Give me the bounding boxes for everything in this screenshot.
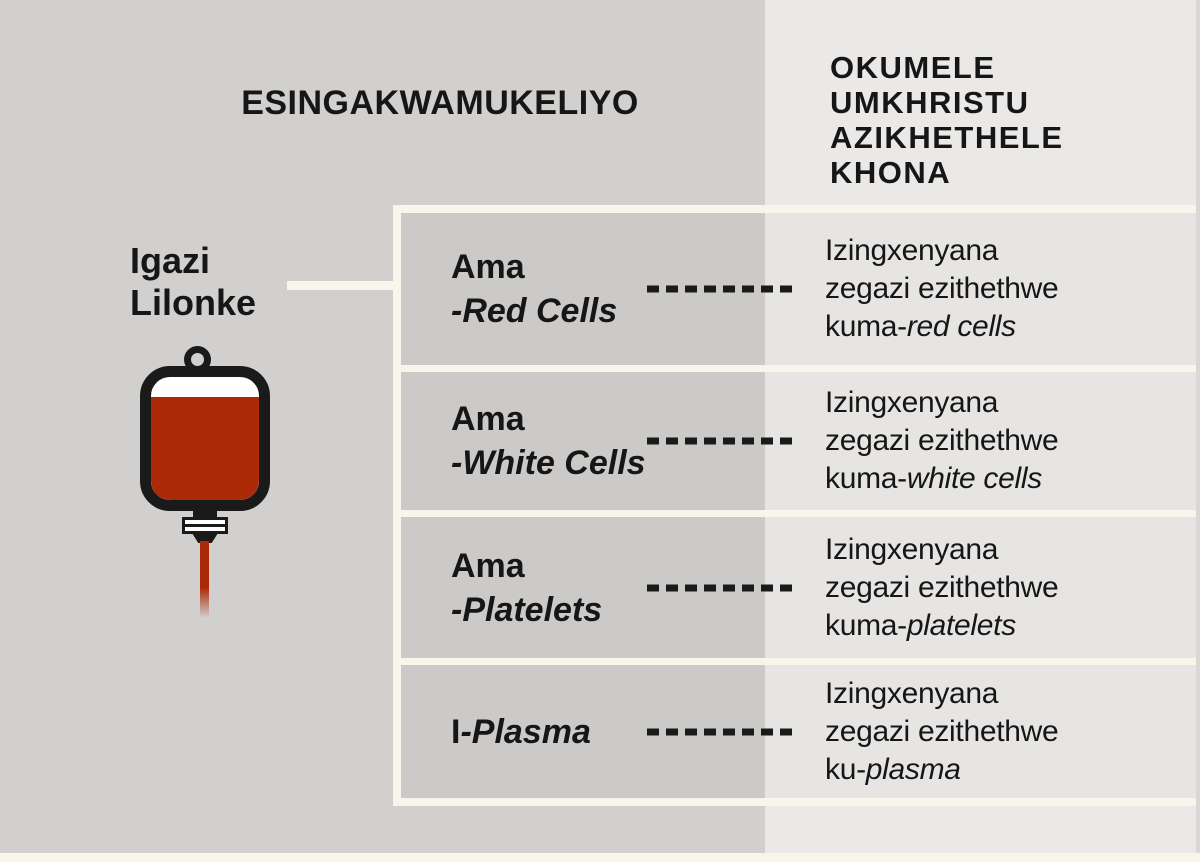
bottom-cream-strip — [0, 853, 1200, 862]
fraction-label-name: -Plasma — [460, 712, 591, 751]
blood-bag-tube — [200, 541, 209, 618]
fraction-description: Izingxenyana zegazi ezithethwe kuma-red … — [825, 232, 1059, 346]
dashed-connector — [647, 285, 795, 293]
blood-bag-neck — [193, 510, 217, 519]
fraction-label-prefix: Ama — [451, 546, 525, 585]
description-line: ku-plasma — [825, 751, 1058, 789]
whole-blood-label-line: Lilonke — [130, 282, 257, 323]
description-fraction-name: white cells — [906, 462, 1042, 495]
description-fraction-name: red cells — [906, 310, 1016, 343]
blood-bag-spout — [192, 533, 218, 543]
description-fraction-name: platelets — [906, 608, 1016, 642]
table-row-platelets: Ama -Platelets Izingxenyana zegazi ezithe… — [401, 517, 1196, 658]
description-prefix: ku- — [825, 752, 866, 786]
label-to-rows-connector — [287, 281, 394, 290]
fraction-label: I-Plasma — [451, 710, 591, 754]
fraction-label-name: -Red Cells — [451, 292, 618, 330]
description-prefix: kuma- — [825, 310, 907, 343]
description-line: zegazi ezithethwe — [825, 714, 1059, 748]
description-line: zegazi ezithethwe — [825, 570, 1059, 604]
whole-blood-label-line: Igazi — [130, 240, 211, 281]
blood-bag-fill — [151, 397, 259, 500]
description-line: Izingxenyana — [825, 234, 999, 267]
right-header-line: UMKHRISTU — [830, 85, 1030, 120]
description-prefix: kuma- — [825, 462, 907, 495]
fraction-description: Izingxenyana zegazi ezithethwe ku-plasma — [825, 675, 1059, 789]
fraction-description: Izingxenyana zegazi ezithethwe kuma-plat… — [825, 531, 1059, 645]
blood-bag-body — [140, 366, 270, 511]
description-line: kuma-platelets — [825, 607, 1058, 645]
blood-bag-icon — [139, 346, 271, 618]
description-fraction-name: plasma — [865, 752, 961, 786]
left-column-header: ESINGAKWAMUKELIYO — [241, 84, 639, 122]
fraction-label-name: -White Cells — [451, 444, 646, 482]
description-line: zegazi ezithethwe — [825, 424, 1059, 457]
fraction-label-prefix: Ama — [451, 248, 525, 286]
table-row-white-cells: Ama -White Cells Izingxenyana zegazi ezit… — [401, 372, 1196, 510]
description-line: kuma-red cells — [825, 308, 1058, 346]
table-row-red-cells: Ama -Red Cells Izingxenyana zegazi ezithe… — [401, 213, 1196, 365]
right-header-line: KHONA — [830, 155, 952, 190]
right-header-line: OKUMELE — [830, 50, 996, 85]
dashed-connector — [647, 437, 795, 445]
dashed-connector — [647, 584, 795, 591]
description-line: kuma-white cells — [825, 460, 1058, 498]
blood-fractions-table: Ama -Red Cells Izingxenyana zegazi ezithe… — [393, 205, 1196, 806]
right-edge-strip — [1196, 0, 1200, 862]
description-prefix: kuma- — [825, 608, 907, 642]
fraction-label: Ama -Platelets — [451, 544, 602, 632]
right-header-line: AZIKHETHELE — [830, 120, 1064, 155]
description-line: zegazi ezithethwe — [825, 272, 1059, 305]
whole-blood-label: Igazi Lilonke — [130, 240, 256, 324]
description-line: Izingxenyana — [825, 676, 999, 710]
description-line: Izingxenyana — [825, 386, 999, 419]
blood-bag-cap — [182, 517, 228, 534]
fraction-label: Ama -White Cells — [451, 397, 646, 485]
dashed-connector — [647, 728, 795, 735]
fraction-label-name: -Platelets — [451, 590, 603, 629]
fraction-description: Izingxenyana zegazi ezithethwe kuma-whit… — [825, 384, 1059, 498]
table-row-plasma: I-Plasma Izingxenyana zegazi ezithethwe … — [401, 665, 1196, 798]
fraction-label-prefix: Ama — [451, 400, 525, 438]
fraction-label-prefix: I — [451, 712, 461, 751]
fraction-label: Ama -Red Cells — [451, 245, 617, 333]
description-line: Izingxenyana — [825, 532, 999, 566]
right-column-header: OKUMELE UMKHRISTU AZIKHETHELE KHONA — [830, 50, 1064, 190]
